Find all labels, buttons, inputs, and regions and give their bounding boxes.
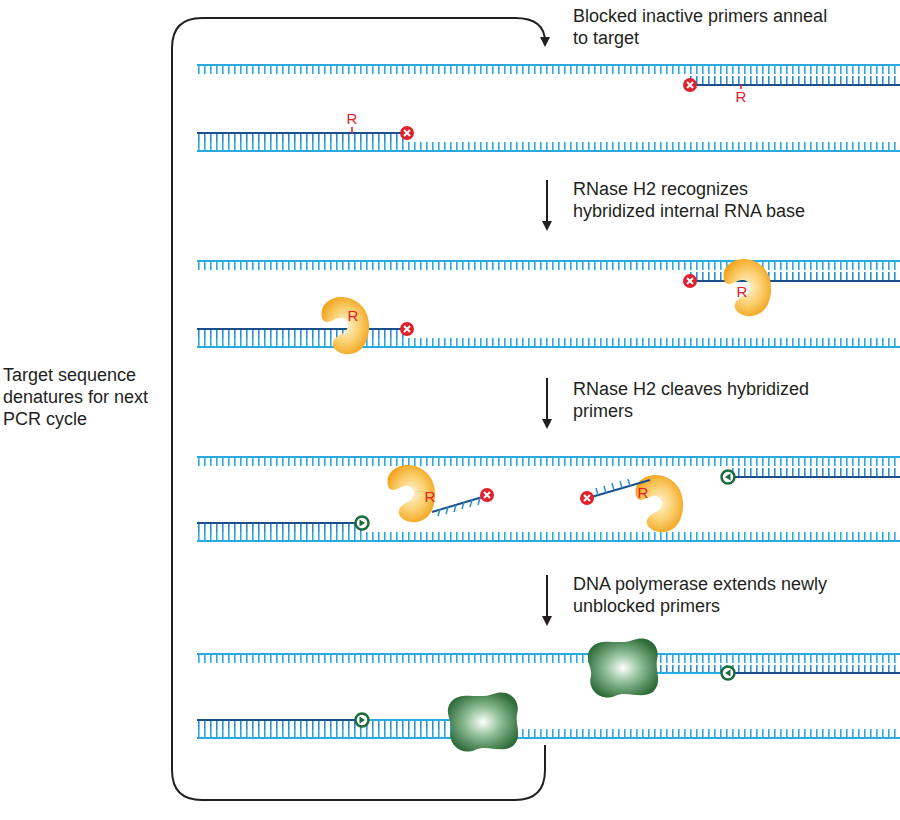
panel-cleavage <box>197 456 900 542</box>
rna-base-label: R <box>638 485 649 501</box>
step-label: RNase H2 cleaves hybridized primers <box>573 378 828 422</box>
rna-base-label: R <box>348 308 359 324</box>
rna-base-label: R <box>736 89 747 105</box>
step-label: RNase H2 recognizes hybridized internal … <box>573 178 828 222</box>
rna-base-label: R <box>347 111 358 127</box>
panel-annealing <box>197 64 900 152</box>
rna-base-label: R <box>425 489 436 505</box>
panel-extension <box>197 638 900 751</box>
step-label: DNA polymerase extends newly unblocked p… <box>573 573 828 617</box>
rna-base-label: R <box>737 284 748 300</box>
step-label: Blocked inactive primers anneal to targe… <box>573 5 828 49</box>
cycle-bracket <box>172 18 545 800</box>
panel-recognition <box>197 259 900 354</box>
cycle-note: Target sequence denatures for next PCR c… <box>3 364 169 430</box>
step-arrows <box>546 180 548 621</box>
